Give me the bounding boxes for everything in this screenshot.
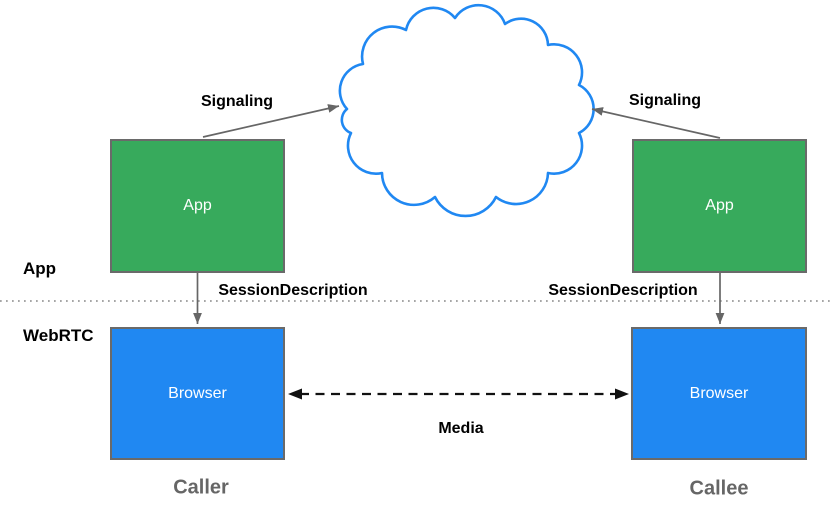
callee-role-label: Callee xyxy=(689,477,749,500)
caller-app-label: App xyxy=(183,197,212,214)
signaling-arrow-right xyxy=(591,107,721,139)
caller-app-node: App xyxy=(110,139,285,273)
callee-browser-label: Browser xyxy=(689,384,749,402)
session-description-label-left: SessionDescription xyxy=(218,282,368,299)
callee-browser-node: Browser xyxy=(631,327,807,460)
caller-browser-node: Browser xyxy=(110,327,285,460)
layer-label-app: App xyxy=(23,259,57,278)
signaling-label-right: Signaling xyxy=(629,92,701,109)
callee-app-label: App xyxy=(705,197,734,214)
cloud-icon xyxy=(338,3,595,218)
media-arrow xyxy=(288,388,629,400)
media-label: Media xyxy=(438,420,484,437)
signaling-arrow-left xyxy=(202,104,340,138)
layer-label-webrtc: WebRTC xyxy=(23,326,94,345)
session-description-label-right: SessionDescription xyxy=(548,282,698,299)
caller-browser-label: Browser xyxy=(168,384,227,402)
callee-app-node: App xyxy=(632,139,807,273)
caller-role-label: Caller xyxy=(173,476,229,499)
signaling-label-left: Signaling xyxy=(201,93,273,110)
